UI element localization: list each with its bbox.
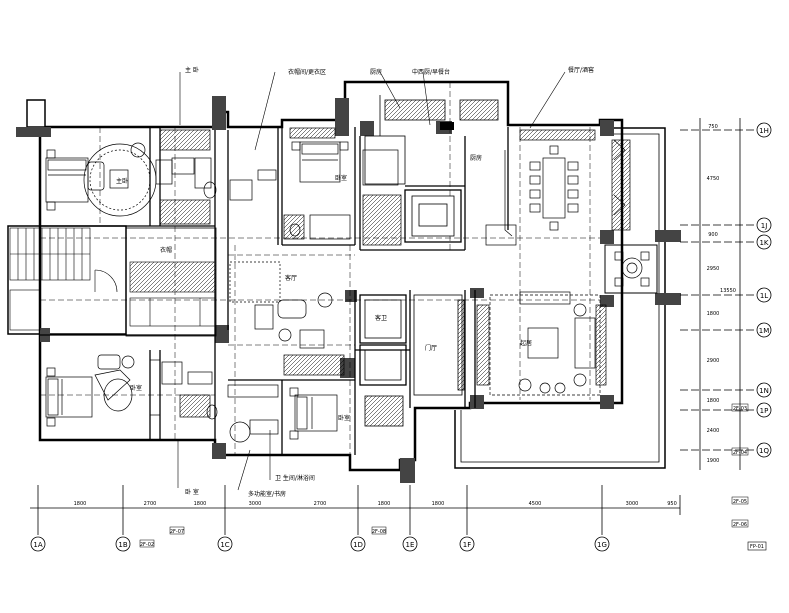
callout-study: 多功能室/书房 xyxy=(248,490,286,498)
dimension-label: 4750 xyxy=(707,176,720,182)
grid-label-right: 1J xyxy=(761,222,768,230)
callout-dining: 餐厅/酒窖 xyxy=(568,66,594,74)
callout-leaders xyxy=(177,71,566,491)
top-center-bedroom xyxy=(229,127,402,246)
grid-label-right: 1P xyxy=(760,407,769,415)
sheet-number: FP-01 xyxy=(750,544,764,550)
grid-label-bottom: 1A xyxy=(33,541,42,549)
room-label: 客卫 xyxy=(375,314,387,322)
grid-label-right: 1H xyxy=(759,127,769,135)
grid-label-bottom: 1D xyxy=(353,541,363,549)
dimension-label: 1800 xyxy=(74,501,87,507)
callout-dressing: 衣帽间/更衣区 xyxy=(288,68,326,76)
room-label: 卧室 xyxy=(335,174,347,182)
room-label: 客厅 xyxy=(285,274,297,282)
grid-label-right: 1M xyxy=(759,327,770,335)
sheet-ref-tag: 2F-02 xyxy=(140,542,154,548)
staircase-left xyxy=(9,227,217,337)
dimension-label: 2700 xyxy=(314,501,327,507)
service-core xyxy=(359,95,499,427)
grid-bottom xyxy=(30,485,681,552)
room-label: 厨房 xyxy=(470,154,482,162)
grid-label-bottom: 1E xyxy=(406,541,415,549)
dimension-label: 3000 xyxy=(249,501,262,507)
callout-master-bedroom: 主 卧 xyxy=(185,66,199,74)
dimension-label-total: 13550 xyxy=(720,288,736,294)
callout-kitchen: 厨房 xyxy=(370,68,382,76)
dimension-label: 950 xyxy=(667,501,677,507)
room-label: 卧室 xyxy=(338,414,350,422)
dining-room xyxy=(485,129,596,246)
dimension-label: 900 xyxy=(708,232,718,238)
grid-label-bottom: 1B xyxy=(118,541,127,549)
room-label: 门厅 xyxy=(425,344,437,352)
dimension-label: 1800 xyxy=(194,501,207,507)
grid-label-right: 1K xyxy=(759,239,768,247)
grid-label-bottom: 1G xyxy=(597,541,607,549)
sheet-ref-tag: 2F-06 xyxy=(733,522,747,528)
dimension-label: 2700 xyxy=(144,501,157,507)
grid-label-bottom: 1F xyxy=(463,541,471,549)
sheet-ref-tag: 2F-08 xyxy=(372,529,386,535)
balcony-lounge xyxy=(604,139,658,294)
dimension-label: 2900 xyxy=(707,358,720,364)
dimension-label: 1800 xyxy=(432,501,445,507)
callout-breakfast: 中西厨/早餐台 xyxy=(412,68,450,76)
living-area xyxy=(229,261,333,349)
dimension-label: 4500 xyxy=(529,501,542,507)
room-label: 衣帽 xyxy=(160,246,172,254)
grid-label-bottom: 1C xyxy=(220,541,229,549)
bottom-left-bedroom xyxy=(45,354,218,427)
dimension-label: 1900 xyxy=(707,458,720,464)
grid-label-right: 1N xyxy=(759,387,769,395)
dimension-label: 3000 xyxy=(626,501,639,507)
dimension-label: 1800 xyxy=(707,398,720,404)
dimension-label: 2950 xyxy=(707,266,720,272)
callout-bathroom: 卫 生间/淋浴间 xyxy=(275,474,315,482)
grid-right xyxy=(680,118,772,470)
dimension-label: 1800 xyxy=(378,501,391,507)
dimension-label: 2400 xyxy=(707,428,720,434)
callout-bedroom: 卧 室 xyxy=(185,488,199,496)
room-label: 起居 xyxy=(520,339,532,347)
window-bay xyxy=(613,139,626,216)
room-label: 卧室 xyxy=(130,384,142,392)
sheet-ref-tag: 2F-05 xyxy=(733,499,747,505)
dimension-label: 1800 xyxy=(707,311,720,317)
dimension-label: 750 xyxy=(708,124,718,130)
great-room xyxy=(476,291,607,396)
grid-label-right: 1Q xyxy=(759,447,769,455)
master-bedroom xyxy=(45,129,217,225)
vent-block xyxy=(440,122,454,130)
sheet-ref-tag: 2F-03 xyxy=(733,406,747,412)
room-label: 主卧 xyxy=(116,177,128,185)
bottom-center-bedroom xyxy=(227,354,345,443)
grid-label-right: 1L xyxy=(760,292,768,300)
sheet-ref-tag: 2F-07 xyxy=(170,529,184,535)
sheet-ref-tag: 2F-04 xyxy=(733,450,747,456)
